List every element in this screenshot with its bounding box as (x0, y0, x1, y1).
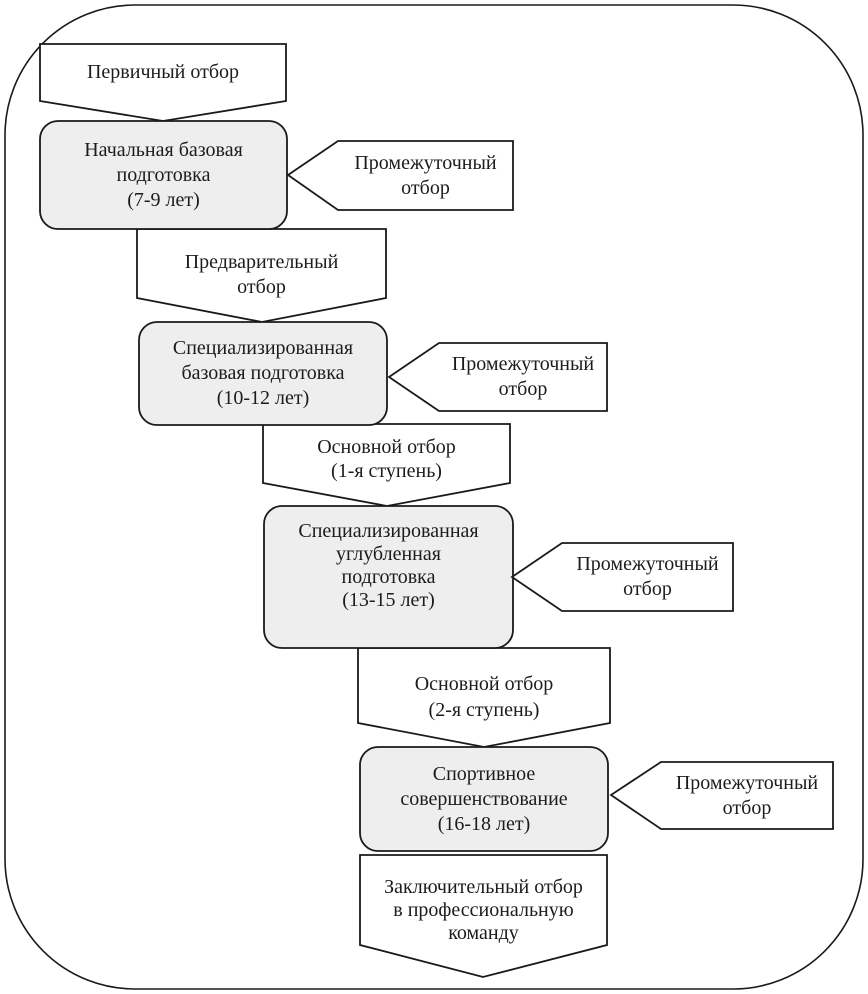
preliminary-selection-label: Предварительный отбор (184, 251, 339, 298)
stage-specialized-advanced-label: Специализированная углубленная подготовк… (298, 520, 479, 611)
primary-selection-label: Первичный отбор (86, 61, 240, 83)
intermediate-selection-label-1: Промежуточный отбор (354, 151, 497, 199)
main-selection-stage2-label: Основной отбор (2-я ступень) (414, 672, 554, 721)
main-selection-stage1-label: Основной отбор (1-я ступень) (317, 436, 456, 482)
diagram-border (4, 4, 864, 990)
stage-box-specialized-basic (138, 321, 388, 426)
intermediate-selection-arrow-2 (387, 342, 608, 412)
final-selection-pentagon (359, 854, 608, 978)
main-selection-stage2-pentagon (357, 647, 611, 748)
stage-sport-perfection-label: Спортивное совершенствование (16-18 лет) (400, 762, 568, 835)
stage-initial-basic-label: Начальная базовая подготовка (7-9 лет) (84, 138, 243, 211)
intermediate-selection-label-4: Промежуточный отбор (675, 771, 819, 819)
intermediate-selection-arrow-1 (286, 140, 514, 211)
main-selection-stage1-pentagon (262, 423, 511, 507)
intermediate-selection-arrow-3 (510, 542, 734, 612)
primary-selection-pentagon (39, 43, 287, 122)
intermediate-selection-label-3: Промежуточный отбор (576, 553, 719, 600)
stage-specialized-basic-label: Специализированная базовая подготовка (1… (172, 337, 354, 409)
stage-box-sport-perfection (359, 746, 609, 852)
intermediate-selection-arrow-4 (609, 761, 834, 830)
preliminary-selection-pentagon (136, 228, 387, 323)
intermediate-selection-label-2: Промежуточный отбор (451, 353, 595, 400)
final-selection-label: Заключительный отбор в профессиональную … (384, 875, 583, 944)
